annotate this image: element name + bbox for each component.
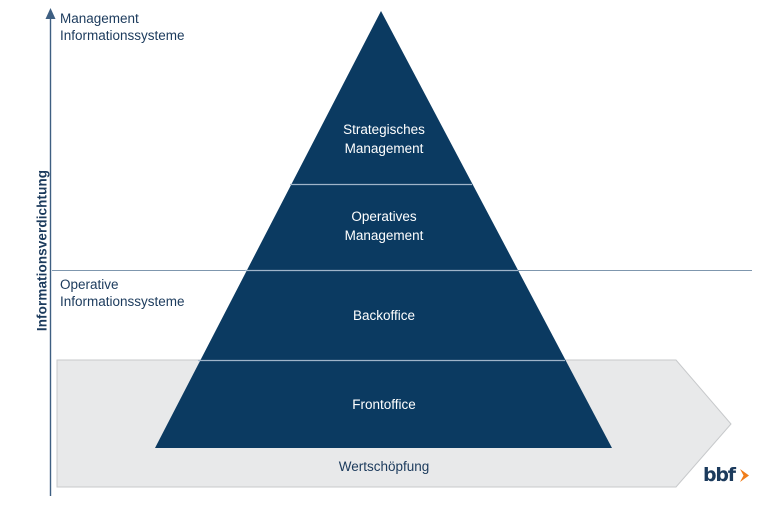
label-management-informationssysteme: Management Informationssysteme <box>60 11 185 43</box>
bbf-logo: bbf <box>703 466 752 485</box>
pyramid-tier-backoffice[interactable]: Backoffice <box>352 308 416 323</box>
pyramid-tier-strategisches-management[interactable]: Strategisches Management <box>343 122 425 156</box>
axis-title-informationsverdichtung: Informationsverdichtung <box>34 169 50 332</box>
label-operative-informationssysteme: Operative Informationssysteme <box>60 277 185 309</box>
pyramid-tier-operatives-management[interactable]: Operatives Management <box>344 209 424 243</box>
up-arrow-icon <box>45 8 56 19</box>
chevron-right-icon <box>739 469 749 482</box>
pyramid-tier-frontoffice[interactable]: Frontoffice <box>352 397 416 412</box>
bbf-wordmark: bbf <box>703 464 736 486</box>
value-chain-band-label: Wertschöpfung <box>338 459 430 474</box>
